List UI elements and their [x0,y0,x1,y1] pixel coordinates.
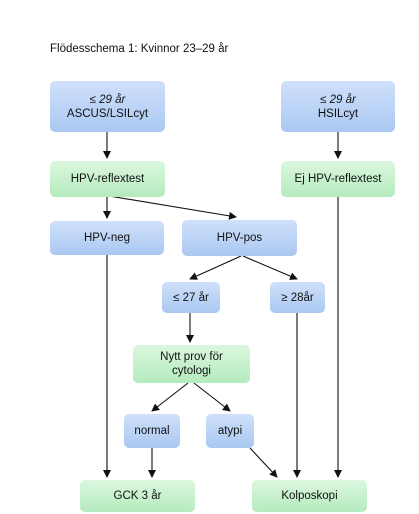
node-nytt-prov-line2: cytologi [172,365,211,377]
node-ascus-label: ASCUS/LSILcyt [66,107,149,120]
node-ge-28: ≥ 28år [270,282,325,313]
node-le-27: ≤ 27 år [162,282,220,313]
node-normal-label: normal [134,425,170,437]
node-ej-hpv-reflextest: Ej HPV-reflextest [281,161,395,197]
arrow-pos-to-le27 [189,255,242,280]
node-kolposkopi-label: Kolposkopi [281,490,338,502]
node-hpv-neg-label: HPV-neg [83,232,131,244]
arrow-nytt-to-normal [151,382,189,412]
diagram-title: Flödesschema 1: Kvinnor 23–29 år [50,43,229,55]
arrow-reflex-to-pos [108,195,237,220]
node-nytt-prov-line1: Nytt prov för [160,351,223,363]
node-gck-label: GCK 3 år [113,490,162,502]
node-le-27-label: ≤ 27 år [173,291,209,304]
node-hpv-reflextest: HPV-reflextest [50,161,165,197]
node-hpv-neg: HPV-neg [50,221,164,255]
arrow-pos-to-ge28 [242,255,298,280]
node-ej-hpv-reflextest-label: Ej HPV-reflextest [294,173,382,185]
node-hpv-pos: HPV-pos [182,220,297,256]
node-hpv-pos-label: HPV-pos [216,232,263,244]
node-ge-28-label: ≥ 28år [281,291,314,304]
arrow-nytt-to-atypi [193,382,231,412]
node-gck-3-ar: GCK 3 år [80,480,195,512]
node-nytt-prov: Nytt prov för cytologi [133,345,250,383]
node-kolposkopi: Kolposkopi [252,480,367,512]
node-hpv-reflextest-label: HPV-reflextest [70,173,145,185]
node-ascus-age: ≤ 29 år [89,93,126,106]
node-hsil-age: ≤ 29 år [320,93,356,106]
node-ascus-lsil: ≤ 29 år ASCUS/LSILcyt [50,81,165,132]
node-hsil-label: HSILcyt [317,107,359,120]
node-atypi: atypi [206,414,254,448]
arrow-atypi-to-kolposkopi [249,447,278,478]
node-normal: normal [124,414,180,448]
node-hsil: ≤ 29 år HSILcyt [281,81,395,132]
node-atypi-label: atypi [217,425,243,437]
